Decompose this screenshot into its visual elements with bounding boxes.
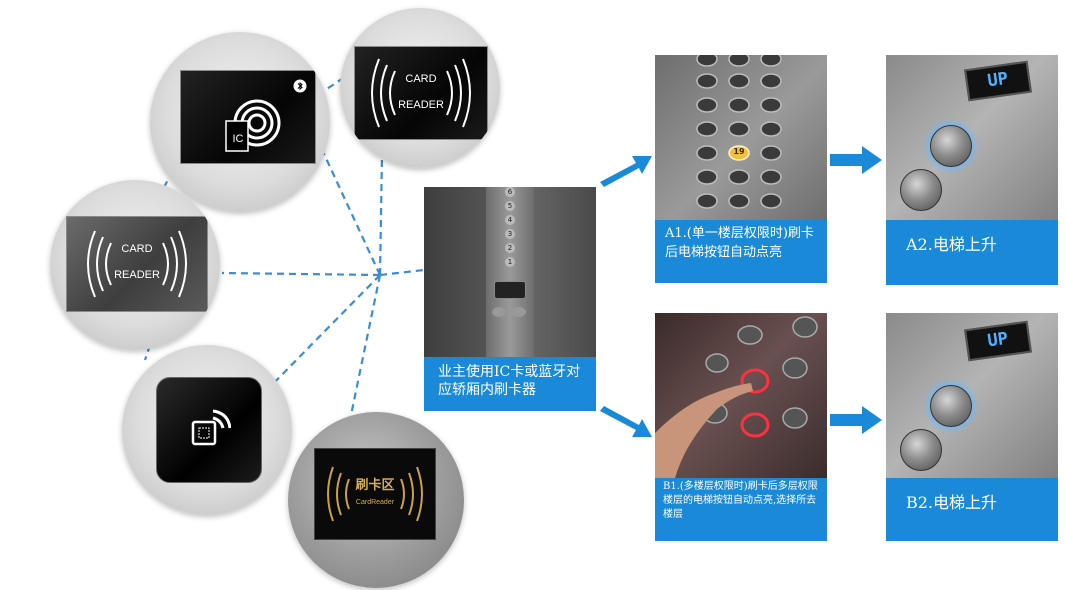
card-reader-grey-circle: CARD READER — [50, 180, 220, 350]
card-reader-black: CARD READER — [354, 46, 488, 140]
down-call-button — [900, 429, 942, 471]
b2-caption: B2.电梯上升 — [886, 478, 1058, 541]
floor-number-6: 1 — [505, 257, 515, 267]
finger-buttons — [655, 316, 818, 478]
panel-button-left — [492, 307, 506, 317]
up-call-button — [930, 125, 972, 167]
panel-card-reader — [494, 281, 526, 299]
reader-label: READER — [114, 269, 160, 281]
signal-arcs-icon — [371, 58, 471, 128]
up-call-button — [930, 385, 972, 427]
arrow-to-a1-icon — [600, 156, 652, 187]
card-label: CARD — [405, 73, 437, 85]
a2-elevator-photo: UP A2.电梯上升 — [886, 55, 1058, 285]
lit-floor-label: 19 — [733, 147, 745, 156]
gold-reader-circle: 刷卡区 CardReader — [288, 412, 464, 588]
b1-finger-photo: B1.(多楼层权限时)刷卡后多层权限楼层的电梯按钮自动点亮,选择所去楼层 — [655, 313, 827, 541]
down-call-button — [900, 169, 942, 211]
a1-caption: A1.(单一楼层权限时)刷卡后电梯按钮自动点亮 — [655, 220, 827, 283]
elevator-panel-photo: 6 5 4 3 2 1 业主使用IC卡或蓝牙对应轿厢内刷卡器 — [424, 187, 596, 411]
card-reader-black-circle: CARD READER — [340, 8, 500, 168]
arrow-to-a2-icon — [830, 146, 882, 174]
b1-caption: B1.(多楼层权限时)刷卡后多层权限楼层的电梯按钮自动点亮,选择所去楼层 — [655, 478, 827, 541]
arrow-to-b1-icon — [600, 406, 652, 437]
display-text: UP — [986, 68, 1010, 92]
floor-number-5: 2 — [505, 243, 515, 253]
floor-display: UP — [964, 60, 1032, 102]
arrow-to-b2-icon — [830, 406, 882, 434]
floor-number-1: 6 — [505, 187, 515, 197]
floor-number-2: 5 — [505, 201, 515, 211]
button-grid — [696, 55, 782, 209]
nfc-icon — [191, 409, 231, 446]
a2-caption: A2.电梯上升 — [886, 220, 1058, 285]
rfid-waves-icon — [225, 99, 281, 152]
bluetooth-icon — [293, 79, 307, 93]
signal-arcs-icon — [87, 230, 187, 298]
gold-reader-subtitle: CardReader — [355, 499, 395, 506]
floor-number-4: 3 — [505, 229, 515, 239]
display-text: UP — [986, 328, 1010, 352]
ic-card-reader-circle: IC — [150, 32, 330, 212]
floor-display: UP — [964, 320, 1032, 362]
gold-reader: 刷卡区 CardReader — [314, 448, 436, 540]
panel-button-right — [512, 307, 526, 317]
a1-buttons-photo: 19 A1.(单一楼层权限时)刷卡后电梯按钮自动点亮 — [655, 55, 827, 283]
nfc-reader — [156, 377, 262, 483]
gold-reader-title: 刷卡区 — [355, 478, 395, 493]
floor-number-3: 4 — [505, 215, 515, 225]
nfc-reader-circle — [122, 345, 292, 515]
gold-signal-arcs-icon — [327, 466, 423, 522]
reader-label: READER — [398, 99, 444, 111]
center-caption: 业主使用IC卡或蓝牙对应轿厢内刷卡器 — [424, 357, 596, 411]
b2-elevator-photo: UP B2.电梯上升 — [886, 313, 1058, 541]
panel-strip — [486, 187, 534, 357]
ic-card-reader: IC — [180, 70, 316, 164]
card-reader-grey: CARD READER — [66, 216, 208, 312]
card-label: CARD — [121, 243, 153, 255]
ic-label: IC — [232, 133, 244, 145]
